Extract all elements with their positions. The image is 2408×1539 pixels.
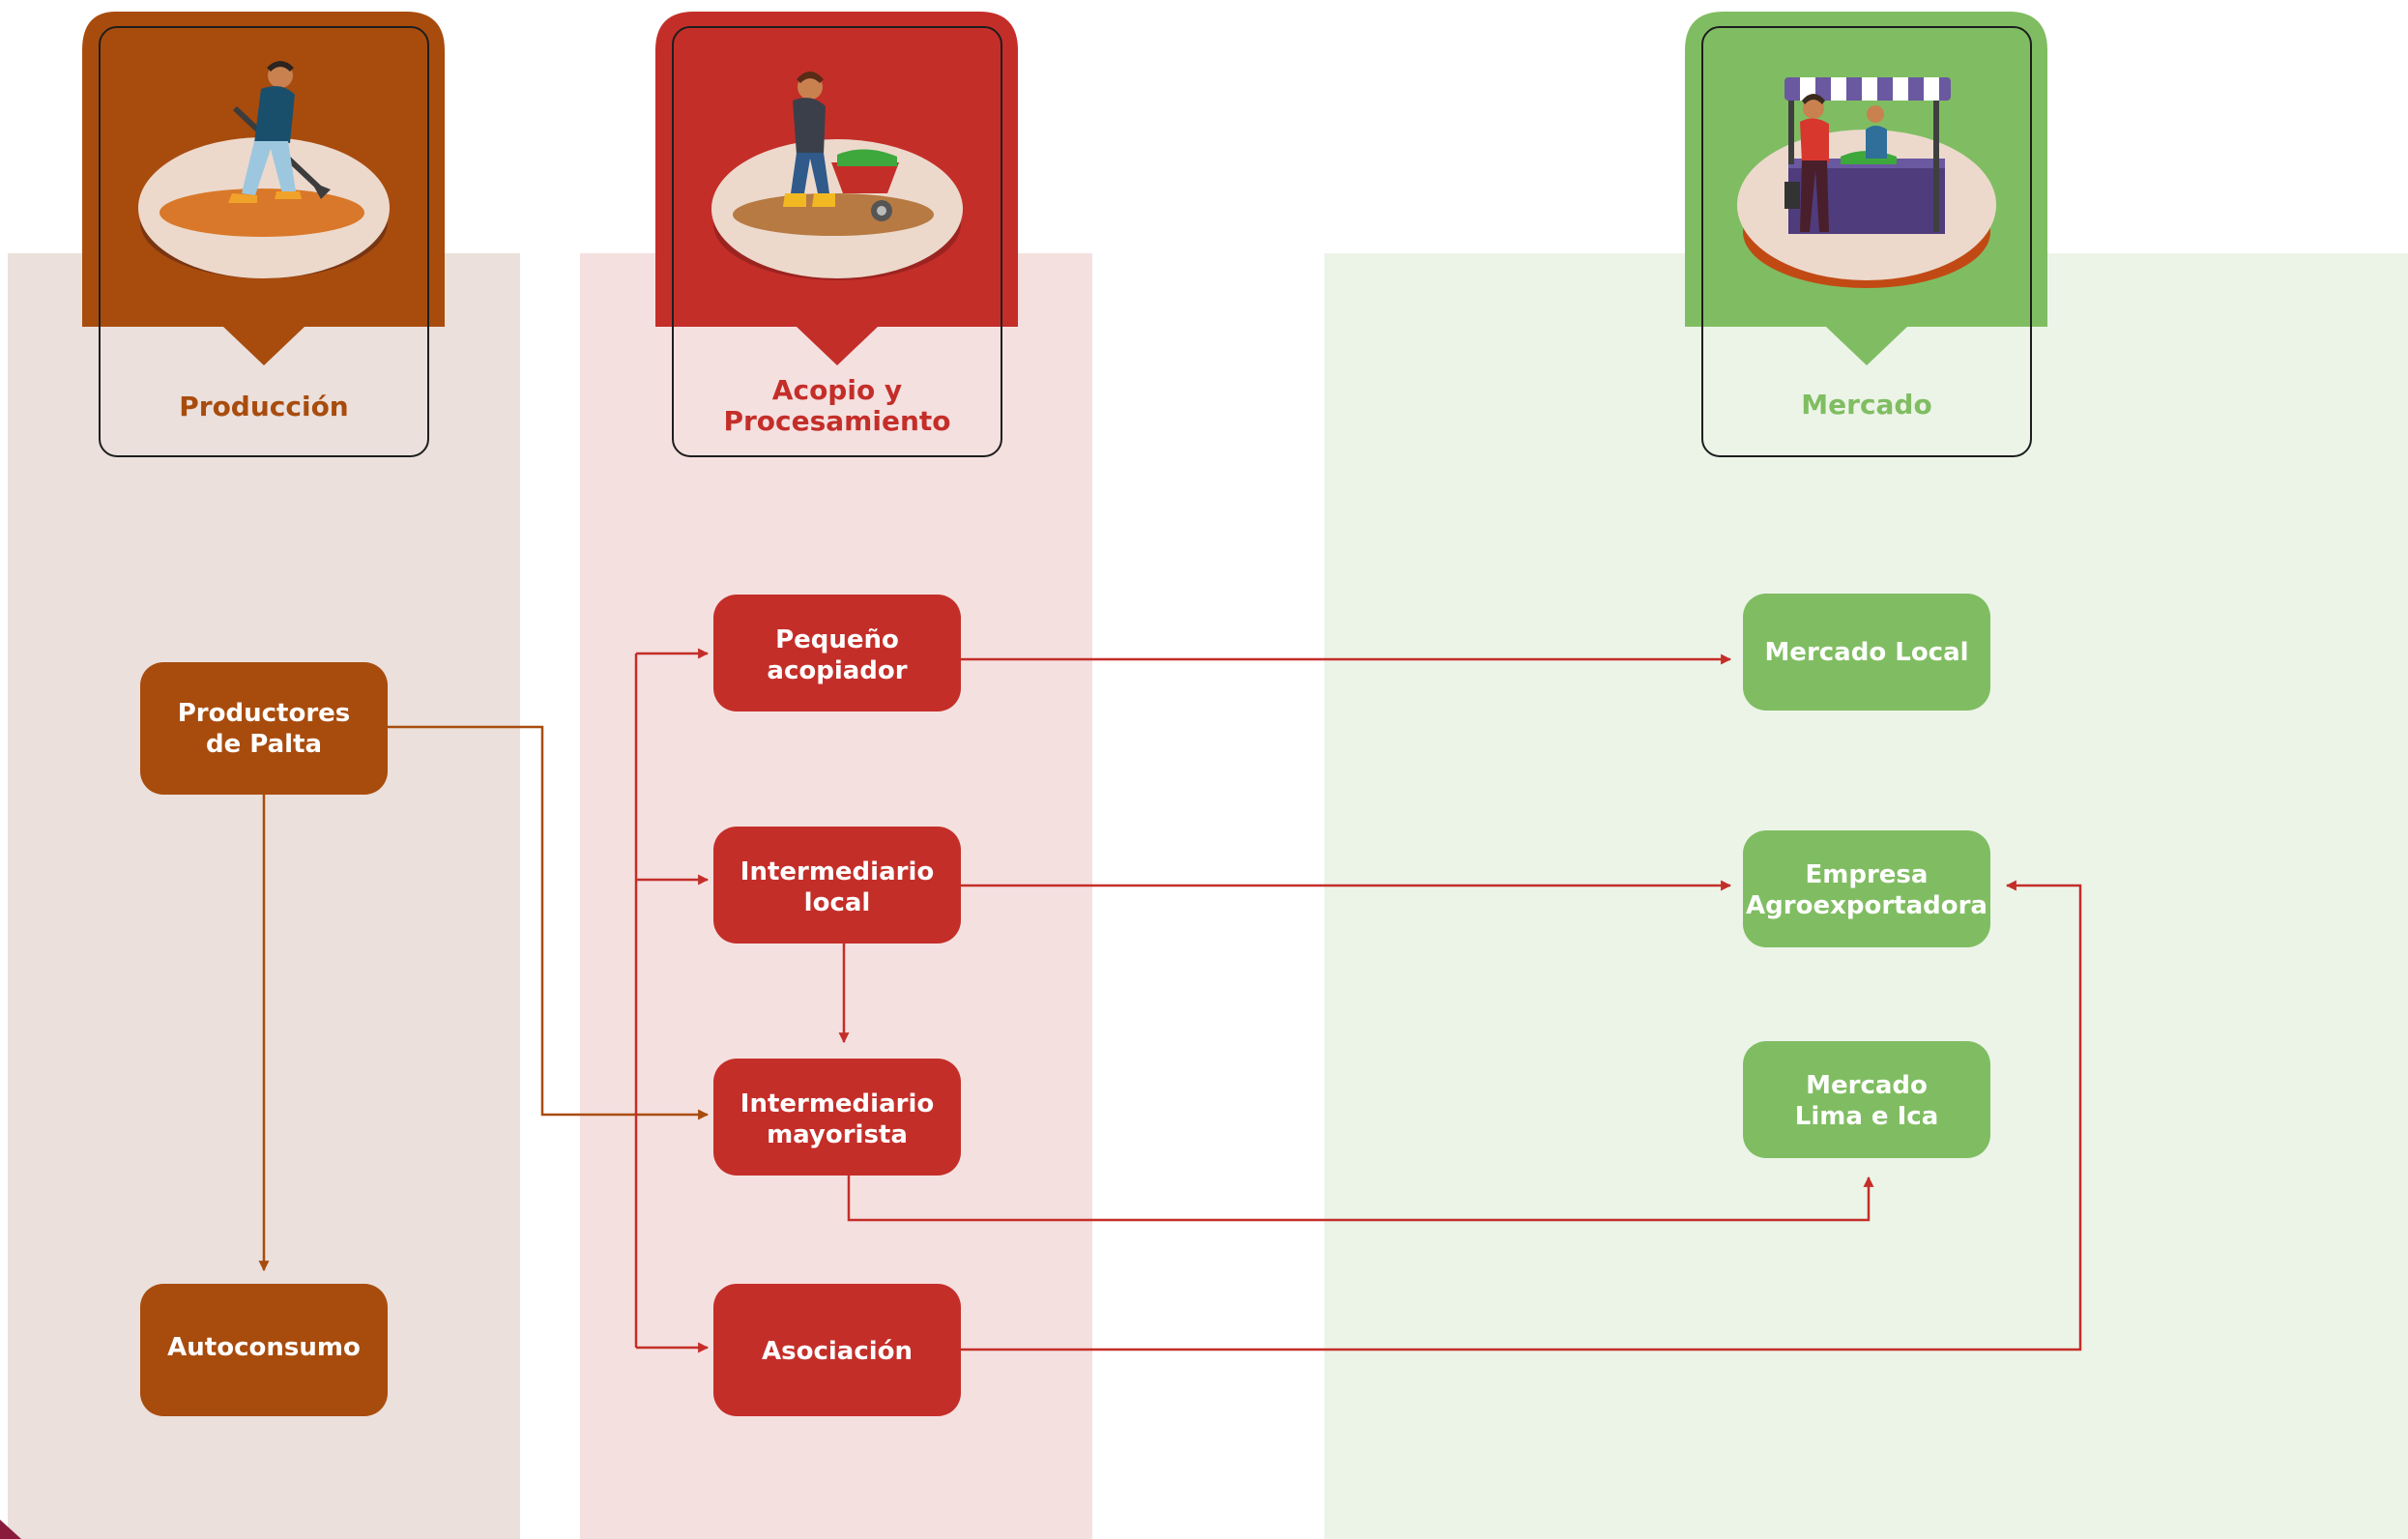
- arrow-productores-to-mayorista: [388, 725, 710, 1120]
- node-empresa-agroexportadora: Empresa Agroexportadora: [1743, 830, 1990, 947]
- mercado-header-label: Mercado: [1801, 389, 1931, 421]
- node-autoconsumo: Autoconsumo: [140, 1284, 388, 1416]
- acopio-header: Acopio y Procesamiento: [655, 12, 1018, 457]
- node-productores-de-palta: Productores de Palta: [140, 662, 388, 795]
- node-intermediario-mayorista-label-line1: Intermediario: [740, 1089, 934, 1118]
- mercado-header: Mercado: [1685, 12, 2047, 457]
- node-autoconsumo-label: Autoconsumo: [167, 1333, 361, 1362]
- node-intermediario-local-label-line2: local: [804, 888, 871, 917]
- produccion-header-frame: [99, 26, 429, 457]
- node-mercado-local: Mercado Local: [1743, 594, 1990, 711]
- market-stall-vendors-illustration: [1737, 77, 1996, 288]
- node-productores-label-line2: de Palta: [206, 730, 322, 759]
- node-asociacion-label: Asociación: [762, 1337, 913, 1366]
- acopio-header-label-line2: Procesamiento: [723, 405, 950, 437]
- produccion-header-label: Producción: [179, 391, 349, 422]
- acopio-header-frame: [672, 26, 1002, 457]
- node-intermediario-local: Intermediario local: [713, 827, 961, 944]
- mercado-header-frame: [1701, 26, 2032, 457]
- node-empresa-label-line2: Agroexportadora: [1746, 891, 1987, 920]
- node-pequeno-label-line2: acopiador: [767, 656, 907, 685]
- arrow-mayorista-to-mercado-lima: [847, 1176, 1874, 1222]
- node-empresa-label-line1: Empresa: [1806, 860, 1929, 889]
- node-mercado-local-label: Mercado Local: [1764, 638, 1968, 667]
- farmer-with-hoe-illustration: [138, 61, 390, 278]
- produccion-header: Producción: [82, 12, 445, 457]
- node-mercado-lima-e-ica: Mercado Lima e Ica: [1743, 1041, 1990, 1158]
- node-pequeno-label-line1: Pequeño: [775, 625, 899, 654]
- node-intermediario-local-label-line1: Intermediario: [740, 857, 934, 886]
- node-intermediario-mayorista: Intermediario mayorista: [713, 1059, 961, 1176]
- corner-accent: [0, 1520, 21, 1539]
- node-intermediario-mayorista-label-line2: mayorista: [767, 1120, 908, 1149]
- node-mercado-lima-label-line2: Lima e Ica: [1795, 1102, 1938, 1131]
- connectors: [258, 648, 2082, 1353]
- arrow-asociacion-to-empresa: [960, 880, 2082, 1351]
- node-productores-label-line1: Productores: [178, 699, 351, 728]
- node-pequeno-acopiador: Pequeño acopiador: [713, 595, 961, 711]
- node-asociacion: Asociación: [713, 1284, 961, 1416]
- worker-with-wheelbarrow-illustration: [711, 72, 963, 280]
- acopio-header-label-line1: Acopio y: [772, 374, 902, 406]
- node-mercado-lima-label-line1: Mercado: [1806, 1071, 1928, 1100]
